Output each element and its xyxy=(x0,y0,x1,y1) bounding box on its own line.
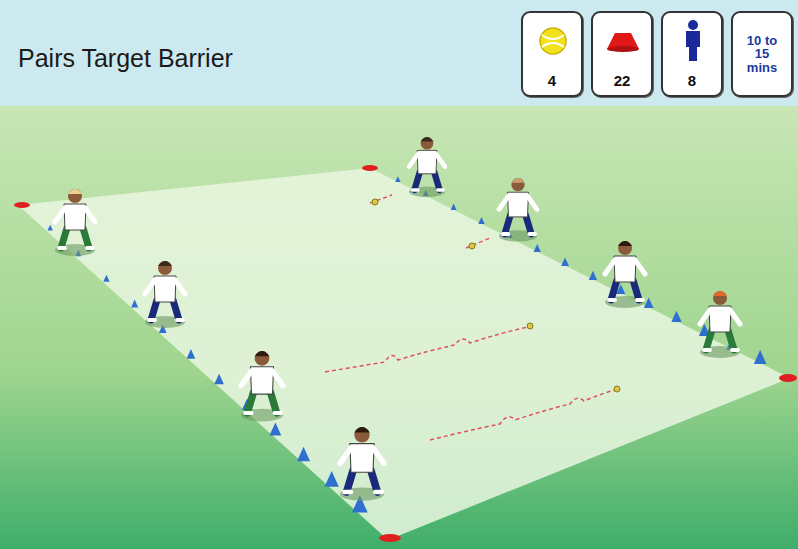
badge-icon xyxy=(523,13,581,69)
cone xyxy=(451,203,457,210)
equipment-badge: 22 xyxy=(591,11,653,97)
badge-value: 4 xyxy=(523,72,581,89)
player-figure xyxy=(409,137,445,197)
cone xyxy=(131,300,138,308)
player-figure xyxy=(700,291,740,358)
equipment-badge: 8 xyxy=(661,11,723,97)
equipment-badge: 10 to 15 mins xyxy=(731,11,793,97)
cone xyxy=(478,217,484,224)
cone xyxy=(589,271,597,280)
badge-value: 8 xyxy=(663,72,721,89)
cone xyxy=(395,176,400,182)
badge-icon xyxy=(663,13,721,69)
cone xyxy=(269,423,281,436)
player-figure xyxy=(340,427,384,501)
cone xyxy=(325,471,339,487)
cone xyxy=(754,350,767,364)
badge-value: 22 xyxy=(593,72,651,89)
cone xyxy=(561,257,569,266)
cone xyxy=(103,275,109,282)
player-figure xyxy=(241,351,283,421)
cone xyxy=(534,244,541,252)
cone xyxy=(214,374,224,385)
cone xyxy=(47,225,52,231)
diagram-title: Pairs Target Barrier xyxy=(18,44,233,73)
cone xyxy=(644,297,654,308)
player-figure xyxy=(605,241,645,308)
player-figure xyxy=(145,261,185,328)
cone xyxy=(187,349,196,359)
badge-value: 10 to 15 mins xyxy=(733,34,791,75)
cone xyxy=(671,311,681,322)
player-figure xyxy=(499,178,537,242)
cone xyxy=(297,447,310,461)
equipment-badge: 4 xyxy=(521,11,583,97)
badge-icon xyxy=(593,13,651,69)
player-figure xyxy=(55,189,95,256)
